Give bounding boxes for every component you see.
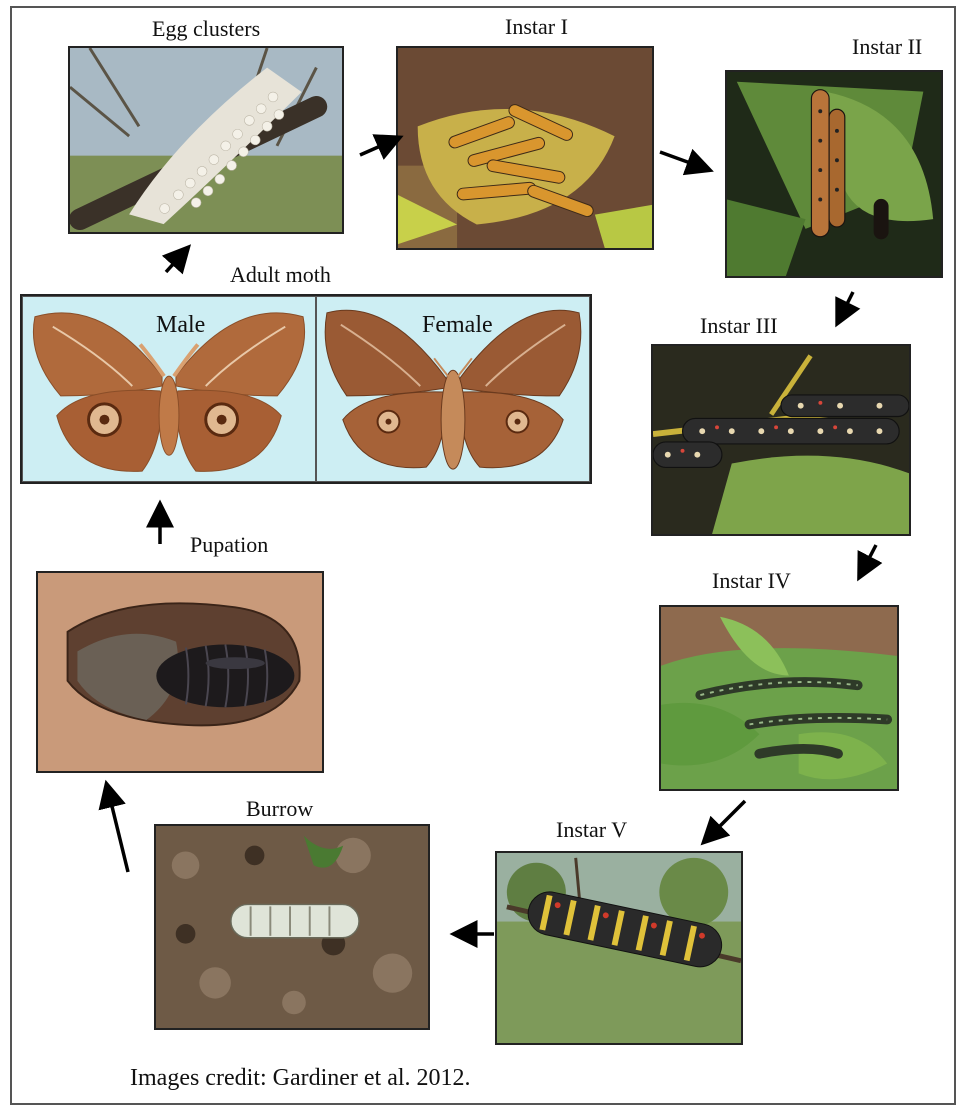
label-instar-1: Instar I	[505, 14, 568, 40]
label-instar-4: Instar IV	[712, 568, 791, 594]
label-female: Female	[422, 312, 493, 339]
label-egg-clusters: Egg clusters	[152, 16, 260, 42]
label-instar-3: Instar III	[700, 313, 778, 339]
instar-2-image	[725, 70, 943, 278]
instar-1-image	[396, 46, 654, 250]
instar-4-image	[659, 605, 899, 791]
label-instar-2: Instar II	[852, 34, 922, 60]
label-pupation: Pupation	[190, 532, 268, 558]
burrow-image	[154, 824, 430, 1030]
label-adult-moth: Adult moth	[230, 262, 331, 288]
egg-clusters-image	[68, 46, 344, 234]
label-burrow: Burrow	[246, 796, 313, 822]
label-male: Male	[156, 312, 205, 339]
adult-moth-panel: Male Female	[20, 294, 592, 484]
label-instar-5: Instar V	[556, 817, 627, 843]
instar-5-image	[495, 851, 743, 1045]
instar-3-image	[651, 344, 911, 536]
image-credit: Images credit: Gardiner et al. 2012.	[130, 1065, 471, 1092]
pupation-image	[36, 571, 324, 773]
